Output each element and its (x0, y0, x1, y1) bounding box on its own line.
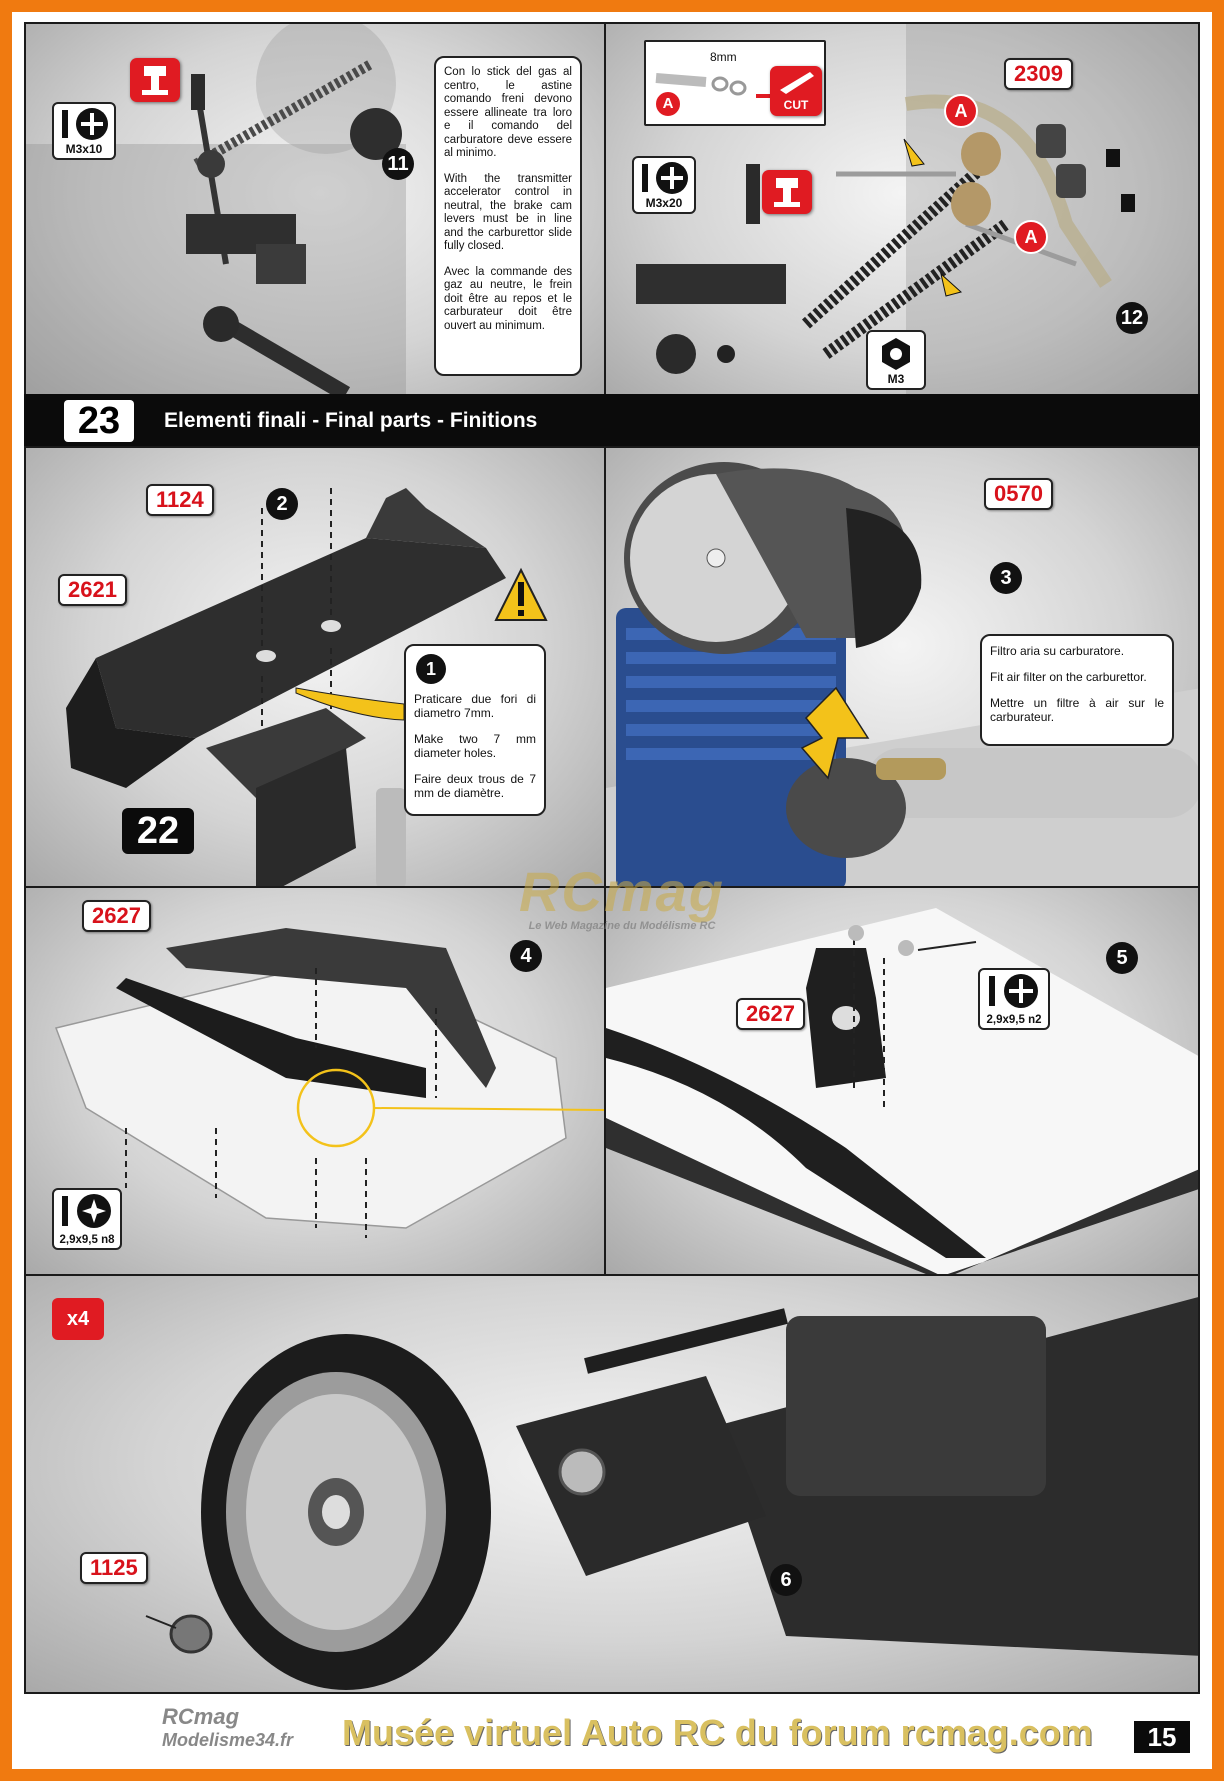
tire-illustration (201, 1334, 491, 1690)
wheel-mounting-illustration (145, 1297, 1198, 1690)
phillips-screw-icon (642, 162, 688, 194)
screw-spec-m3x20: M3x20 (632, 156, 696, 214)
cutter-badge: CUT (770, 66, 822, 116)
screw-spec-m3x10: M3x10 (52, 102, 116, 160)
throttle-linkage-illustration (26, 24, 406, 400)
screw-spec-2-9x9-5-n8: 2,9x9,5 n8 (52, 1188, 122, 1250)
nut-spec-m3: M3 (866, 330, 926, 390)
screwdriver-badge (130, 58, 180, 102)
section-number: 23 (64, 400, 134, 442)
text-french: Faire deux trous de 7 mm de diamètre. (414, 772, 536, 800)
panel-throttle-linkage: M3x10 11 Con lo stick del gas al centro,… (24, 22, 616, 402)
watermark-bottom: Musée virtuel Auto RC du forum rcmag.com (342, 1712, 1093, 1753)
screwdriver-badge (762, 170, 812, 214)
page-number: 15 (1134, 1721, 1190, 1753)
marker-a: A (654, 90, 682, 118)
screwdriver-icon (774, 178, 800, 207)
panel-wheel-mounting: x4 1125 6 (24, 1274, 1200, 1694)
panel-front-bumper: 2627 4 2,9x9,5 n8 (24, 886, 606, 1276)
instruction-text-filter: Filtro aria su carburatore. Fit air filt… (980, 634, 1174, 746)
screw-label: 2,9x9,5 n8 (59, 1234, 115, 1246)
section-title: Elementi finali - Final parts - Finition… (164, 409, 538, 432)
text-english: With the transmitter accelerator control… (444, 172, 572, 253)
text-french: Mettre un filtre à air sur le carburateu… (990, 696, 1164, 724)
part-number-1125: 1125 (80, 1552, 148, 1584)
watermark-center-logo: RCmag (518, 860, 726, 923)
text-italian: Con lo stick del gas al centro, le astin… (444, 66, 572, 159)
watermark-left-line2: Modelisme34.fr (162, 1730, 294, 1750)
phillips-screw-icon (62, 108, 108, 140)
panel-bumper-mount: 2627 5 2,9x9,5 n2 (604, 886, 1200, 1276)
screw-label: M3x10 (65, 142, 103, 156)
text-english: Make two 7 mm diameter holes. (414, 732, 536, 760)
part-number-1124: 1124 (146, 484, 214, 516)
marker-a-upper: A (944, 94, 978, 128)
part-number-2621: 2621 (58, 574, 127, 606)
text-french: Avec la commande des gaz au neutre, le f… (444, 265, 572, 332)
panel-rear-wing: 1124 2621 2 22 1 Praticare due fori di d… (24, 446, 606, 888)
torx-screw-icon (62, 1194, 111, 1228)
text-english: Fit air filter on the carburettor. (990, 670, 1147, 684)
ref-step-22: 22 (122, 808, 194, 854)
screwdriver-icon (142, 66, 168, 95)
cut-label: CUT (783, 98, 809, 112)
panel-brake-linkage: 8mm A CUT A A 2309 M3x20 M3 12 (604, 22, 1200, 402)
instruction-text-throttle: Con lo stick del gas al centro, le astin… (434, 56, 582, 376)
step-number-11: 11 (382, 148, 414, 180)
front-bumper-illustration (55, 928, 604, 1238)
watermark-left-line1: RCmag (162, 1704, 240, 1729)
watermark-center: RCmag Le Web Magazine du Modélisme RC (472, 860, 772, 933)
step-number-5: 5 (1106, 942, 1138, 974)
part-number-2627: 2627 (82, 900, 151, 932)
text-italian: Praticare due fori di diametro 7mm. (414, 692, 536, 720)
part-number-0570: 0570 (984, 478, 1053, 510)
watermark-left: RCmag Modelisme34.fr (162, 1704, 293, 1751)
panel-air-filter: 0570 3 Filtro aria su carburatore. Fit a… (604, 446, 1200, 888)
rear-wing-illustration (66, 488, 548, 886)
fuel-tube-icon (655, 73, 772, 98)
air-filter-illustration (606, 462, 1198, 886)
part-number-2627: 2627 (736, 998, 805, 1030)
step-number-2: 2 (266, 488, 298, 520)
text-italian: Filtro aria su carburatore. (990, 644, 1125, 658)
section-header: 23 Elementi finali - Final parts - Finit… (24, 394, 1200, 448)
engine-fins (626, 628, 836, 760)
watermark-center-sub: Le Web Magazine du Modélisme RC (528, 920, 716, 932)
screw-spec-2-9x9-5-n2: 2,9x9,5 n2 (978, 968, 1050, 1030)
screw-label: M3x20 (645, 196, 683, 210)
hex-nut-icon (882, 338, 910, 370)
step-number-12: 12 (1116, 302, 1148, 334)
step-number-3: 3 (990, 562, 1022, 594)
nut-label: M3 (887, 372, 905, 386)
quantity-badge: x4 (52, 1298, 104, 1340)
instruction-text-holes: 1 Praticare due fori di diametro 7mm. Ma… (404, 644, 546, 816)
step-number-4: 4 (510, 940, 542, 972)
cutter-icon (780, 72, 814, 94)
phillips-screw-icon (989, 974, 1038, 1008)
note-number-1: 1 (416, 654, 446, 684)
step-number-6: 6 (770, 1564, 802, 1596)
manual-page: M3x10 11 Con lo stick del gas al centro,… (12, 12, 1212, 1769)
part-number-2309: 2309 (1004, 58, 1073, 90)
screw-label: 2,9x9,5 n2 (986, 1014, 1042, 1026)
cut-size-label: 8mm (710, 50, 737, 64)
marker-a-lower: A (1014, 220, 1048, 254)
cut-detail-box: 8mm A CUT (644, 40, 826, 126)
